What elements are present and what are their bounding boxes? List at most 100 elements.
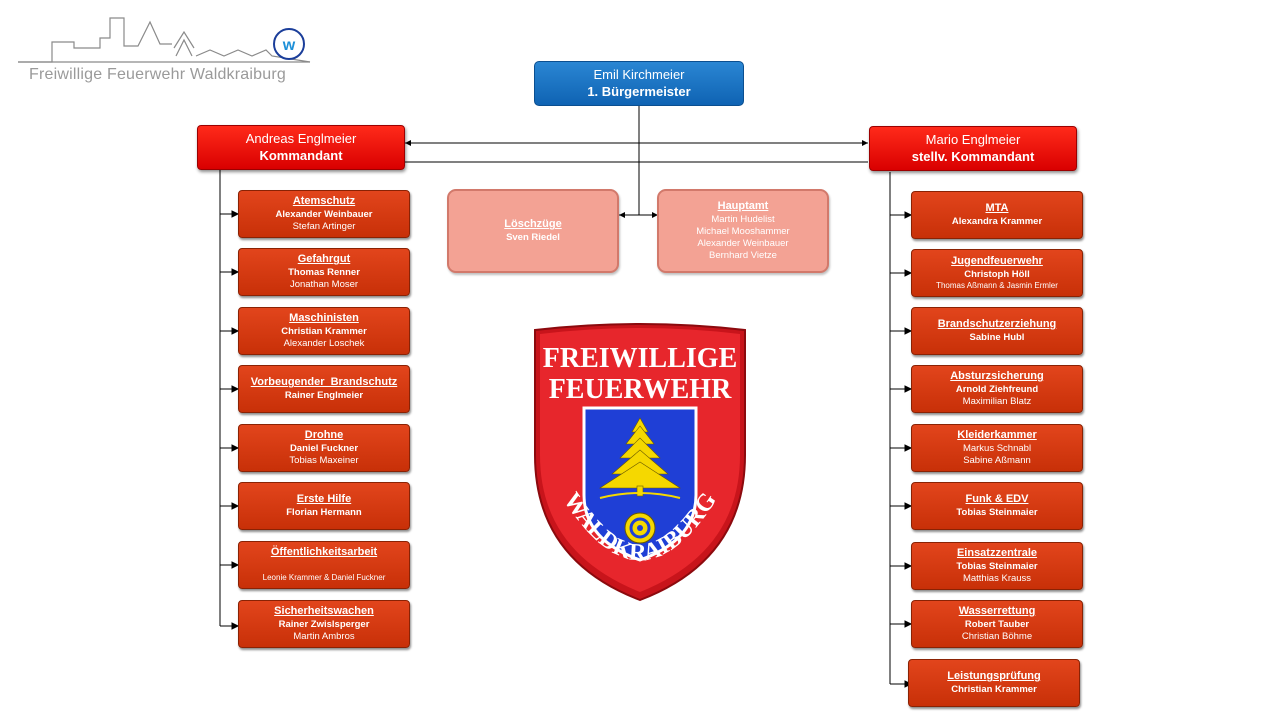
unit-title: Vorbeugender Brandschutz xyxy=(250,376,398,389)
unit-title: Atemschutz xyxy=(292,195,356,208)
unit-absturzsicherung: Absturzsicherung Arnold Ziehfreund Maxim… xyxy=(911,365,1083,413)
unit-title: Wasserrettung xyxy=(958,605,1036,618)
arrow-head xyxy=(904,620,913,628)
unit-lead: Thomas Renner xyxy=(288,267,360,278)
unit-title: Kleiderkammer xyxy=(957,429,1037,442)
unit-lead: Tobias Steinmaier xyxy=(956,506,1038,518)
unit-einsatzzentrale: Einsatzzentrale Tobias Steinmaier Matthi… xyxy=(911,542,1083,590)
unit-title: Jugendfeuerwehr xyxy=(951,255,1043,268)
unit-lead: Florian Hermann xyxy=(286,506,362,518)
unit-title: Funk & EDV xyxy=(965,493,1029,506)
unit-funk-edv: Funk & EDV Tobias Steinmaier xyxy=(911,482,1083,530)
unit-person: Bernhard Vietze xyxy=(709,249,777,261)
unit-lead: Christian Krammer xyxy=(281,326,367,337)
arrow-head xyxy=(231,327,240,335)
unit-lead: Daniel Fuckner xyxy=(289,443,359,454)
unit-mta: MTA Alexandra Krammer xyxy=(911,191,1083,239)
unit-atemschutz: Atemschutz Alexander Weinbauer Stefan Ar… xyxy=(238,190,410,238)
arrow-head xyxy=(231,502,240,510)
unit-lead: Robert Tauber xyxy=(964,619,1030,630)
unit-member: Sabine Aßmann xyxy=(963,454,1031,466)
unit-title: Sicherheitswachen xyxy=(274,605,374,618)
unit-vorbeugender-brandschutz: Vorbeugender Brandschutz Rainer Englmeie… xyxy=(238,365,410,413)
arrow-head xyxy=(231,268,240,276)
unit-lead: Rainer Englmeier xyxy=(284,389,364,401)
unit-lead: Christoph Höll xyxy=(964,268,1030,280)
unit-deputy: Stefan Artinger xyxy=(292,220,356,232)
unit-maschinisten: Maschinisten Christian Krammer Alexander… xyxy=(238,307,410,355)
unit-members: Leonie Krammer & Daniel Fuckner xyxy=(262,572,386,582)
unit-title: Drohne xyxy=(304,429,344,442)
unit-brandschutzerziehung: Brandschutzerziehung Sabine Hubl xyxy=(911,307,1083,355)
fire-department-emblem: FREIWILLIGE FEUERWEHR WALDKRAIBURG xyxy=(534,323,746,602)
unit-person: Martin Hudelist xyxy=(711,214,775,226)
unit-jugendfeuerwehr: Jugendfeuerwehr Christoph Höll Thomas Aß… xyxy=(911,249,1083,297)
unit-lead: Sabine Hubl xyxy=(969,331,1025,343)
unit-title: Hauptamt xyxy=(717,200,769,213)
unit-title: Leistungsprüfung xyxy=(947,670,1041,683)
arrow-head xyxy=(231,385,240,393)
unit-title: Löschzüge xyxy=(504,218,562,231)
loeschzuege-box: Löschzüge Sven Riedel xyxy=(447,189,619,273)
tree-icon xyxy=(598,417,682,499)
organization-name: Freiwillige Feuerwehr Waldkraiburg xyxy=(29,66,286,83)
unit-title: Einsatzzentrale xyxy=(956,547,1038,560)
w-logo-icon: w xyxy=(273,28,305,60)
unit-leistungspruefung: Leistungsprüfung Christian Krammer xyxy=(908,659,1080,707)
unit-title: Maschinisten xyxy=(289,312,359,325)
arrow-head xyxy=(904,444,913,452)
deputy-commander-box: Mario Englmeier stellv. Kommandant xyxy=(869,126,1077,171)
unit-deputy: Alexander Loschek xyxy=(283,337,365,349)
unit-deputy: Tobias Maxeiner xyxy=(289,454,359,466)
arrow-head xyxy=(231,444,240,452)
mayor-role: 1. Bürgermeister xyxy=(587,83,691,99)
connector-lines xyxy=(219,106,891,684)
arrow-head xyxy=(904,269,913,277)
mayor-name: Emil Kirchmeier xyxy=(593,67,685,83)
deputy-name: Mario Englmeier xyxy=(925,132,1021,148)
unit-deputy: Jonathan Moser xyxy=(289,278,359,290)
unit-lead: Arnold Ziehfreund xyxy=(955,384,1039,395)
arrow-head xyxy=(904,385,913,393)
arrow-head xyxy=(231,622,240,630)
unit-lead: Tobias Steinmaier xyxy=(956,561,1038,572)
deputy-role: stellv. Kommandant xyxy=(911,148,1035,164)
arrow-head xyxy=(904,502,913,510)
unit-drohne: Drohne Daniel Fuckner Tobias Maxeiner xyxy=(238,424,410,472)
unit-sicherheitswachen: Sicherheitswachen Rainer Zwislsperger Ma… xyxy=(238,600,410,648)
unit-lead: Christian Krammer xyxy=(951,683,1037,695)
emblem-top-line-1: FREIWILLIGE xyxy=(543,343,738,374)
unit-deputy: Matthias Krauss xyxy=(962,572,1032,584)
unit-gefahrgut: Gefahrgut Thomas Renner Jonathan Moser xyxy=(238,248,410,296)
unit-oeffentlichkeitsarbeit: Öffentlichkeitsarbeit Leonie Krammer & D… xyxy=(238,541,410,589)
arrow-head xyxy=(231,210,240,218)
commander-box: Andreas Englmeier Kommandant xyxy=(197,125,405,170)
unit-deputy: Thomas Aßmann & Jasmin Ermler xyxy=(936,280,1058,290)
mayor-box: Emil Kirchmeier 1. Bürgermeister xyxy=(534,61,744,106)
unit-title: Öffentlichkeitsarbeit xyxy=(270,546,378,558)
unit-person: Sven Riedel xyxy=(506,231,560,243)
unit-wasserrettung: Wasserrettung Robert Tauber Christian Bö… xyxy=(911,600,1083,648)
unit-title: Brandschutzerziehung xyxy=(937,318,1057,331)
unit-person: Alexander Weinbauer xyxy=(697,237,789,249)
arrow-head xyxy=(231,561,240,569)
unit-title: Gefahrgut xyxy=(297,253,351,266)
unit-lead: Alexander Weinbauer xyxy=(275,209,373,220)
commander-role: Kommandant xyxy=(259,147,343,163)
unit-deputy: Christian Böhme xyxy=(961,630,1033,642)
unit-lead: Alexandra Krammer xyxy=(951,215,1043,227)
unit-deputy: Martin Ambros xyxy=(293,630,355,642)
unit-deputy: Maximilian Blatz xyxy=(962,395,1032,407)
svg-text:w: w xyxy=(282,37,296,54)
unit-kleiderkammer: Kleiderkammer Markus Schnabl Sabine Aßma… xyxy=(911,424,1083,472)
unit-title: Absturzsicherung xyxy=(950,370,1044,383)
arrow-head xyxy=(904,562,913,570)
unit-erste-hilfe: Erste Hilfe Florian Hermann xyxy=(238,482,410,530)
emblem-top-line-2: FEUERWEHR xyxy=(549,374,732,405)
unit-person: Michael Mooshammer xyxy=(696,226,790,237)
unit-title: Erste Hilfe xyxy=(296,493,352,506)
unit-title: MTA xyxy=(985,202,1009,215)
unit-lead: Rainer Zwislsperger xyxy=(278,619,370,630)
commander-name: Andreas Englmeier xyxy=(245,131,357,147)
